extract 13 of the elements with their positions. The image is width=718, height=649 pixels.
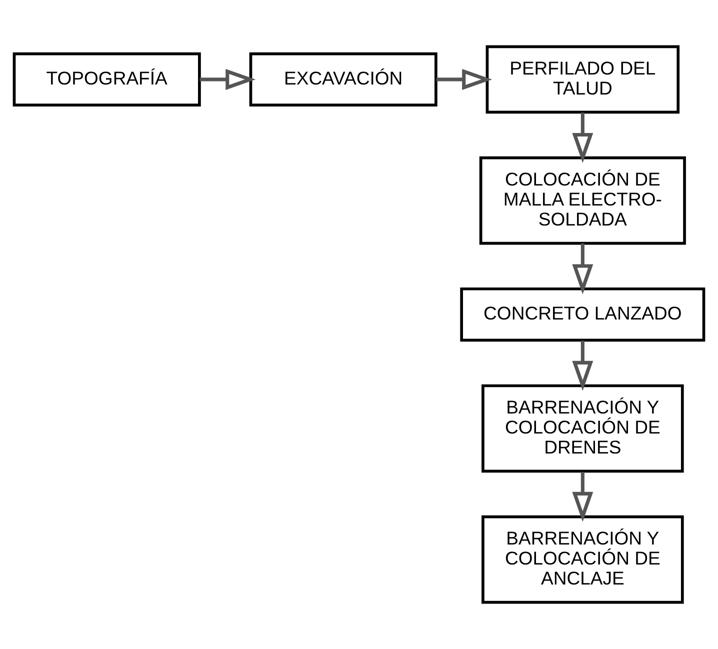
arrow	[572, 472, 594, 522]
node-box: CONCRETO LANZADO	[460, 287, 706, 342]
arrow	[572, 112, 594, 163]
node-box: EXCAVACIÓN	[249, 52, 438, 107]
node-box: COLOCACIÓN DE MALLA ELECTRO-SOLDADA	[479, 156, 686, 245]
node-box: BARRENACIÓN Y COLOCACIÓN DE DRENES	[482, 384, 684, 473]
arrow	[200, 68, 256, 90]
node-box: TOPOGRAFÍA	[12, 52, 201, 107]
node-box: PERFILADO DEL TALUD	[486, 45, 680, 114]
arrow	[572, 340, 594, 391]
node-box: BARRENACIÓN Y COLOCACIÓN DE ANCLAJE	[482, 515, 684, 604]
arrow	[436, 68, 492, 90]
arrow	[572, 243, 594, 294]
